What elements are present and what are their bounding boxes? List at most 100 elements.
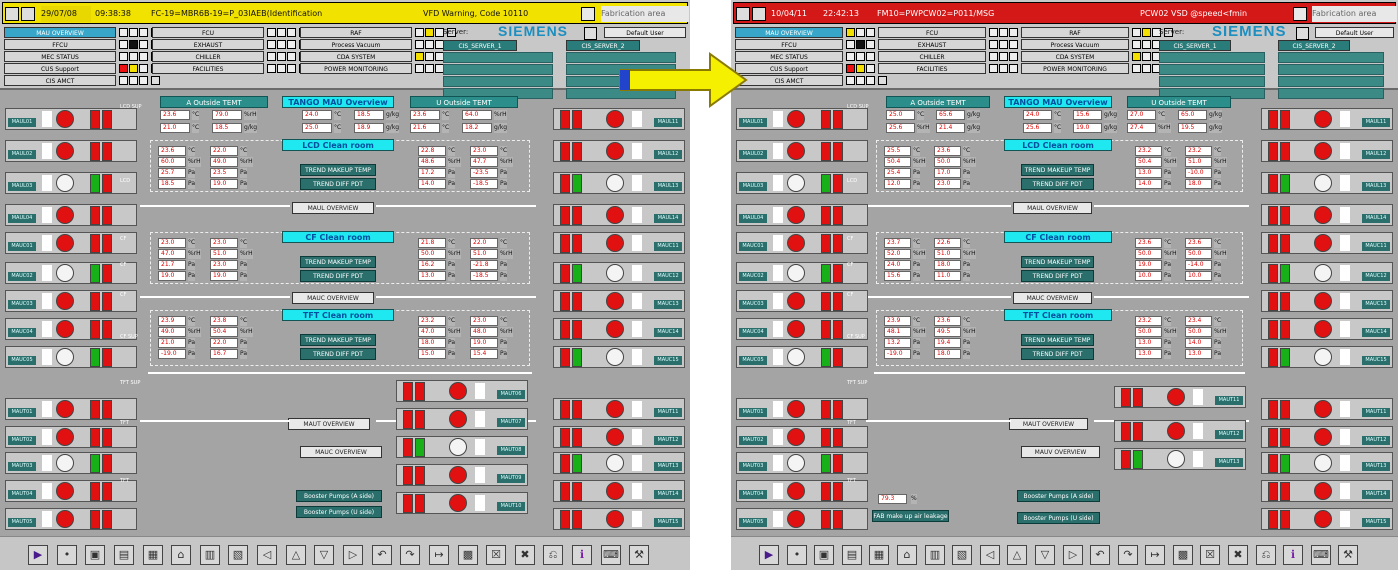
mau-unit[interactable]: MAUC14 — [1261, 318, 1393, 340]
lock-icon[interactable] — [1296, 27, 1309, 40]
delete-icon[interactable]: ✖ — [515, 545, 535, 565]
mau-unit[interactable]: MAUT05 — [736, 508, 868, 530]
fab-button[interactable]: FAB make up air leakage — [872, 510, 949, 522]
keyboard-icon[interactable]: ⌨ — [601, 545, 621, 565]
booster-u-button[interactable]: Booster Pumps (U side) — [1017, 512, 1100, 524]
mau-unit[interactable]: MAUL01 — [736, 108, 868, 130]
detail-icon[interactable] — [878, 76, 887, 85]
trend-diff-button[interactable]: TREND DIFF PDT — [1021, 270, 1094, 282]
down-icon[interactable]: ▽ — [314, 545, 334, 565]
mau-unit[interactable]: MAUC12 — [553, 262, 685, 284]
table-icon[interactable]: ▥ — [200, 545, 220, 565]
mau-unit[interactable]: MAUL04 — [736, 204, 868, 226]
nav-button-3-1[interactable]: FACILITIES — [152, 63, 264, 74]
mau-unit[interactable]: MAUC03 — [736, 290, 868, 312]
mau-unit[interactable]: MAUC11 — [1261, 232, 1393, 254]
mau-unit[interactable]: MAUT11 — [553, 398, 685, 420]
server-button-2[interactable]: CIS_SERVER_2 — [566, 40, 640, 51]
detail-icon[interactable] — [1164, 28, 1173, 37]
warning-icon[interactable] — [581, 7, 595, 21]
alarm-icon[interactable]: ☒ — [486, 545, 506, 565]
mau-unit[interactable]: MAUT04 — [5, 480, 137, 502]
mau-unit[interactable]: MAUL13 — [553, 172, 685, 194]
nav-button-2-1[interactable]: CHILLER — [152, 51, 264, 62]
menu-icon[interactable] — [5, 7, 19, 21]
keyboard-icon[interactable]: ⌨ — [1311, 545, 1331, 565]
overview-button-3[interactable]: MAUC OVERVIEW — [300, 446, 382, 458]
nav-button-1-2[interactable]: Process Vacuum — [300, 39, 412, 50]
mau-unit[interactable]: MAUC13 — [1261, 290, 1393, 312]
mau-unit[interactable]: MAUC12 — [1261, 262, 1393, 284]
mau-unit[interactable]: MAUL13 — [1261, 172, 1393, 194]
mau-unit[interactable]: MAUT01 — [5, 398, 137, 420]
plug-icon[interactable]: • — [787, 545, 807, 565]
print-icon[interactable]: ▤ — [114, 545, 134, 565]
nav-button-1-1[interactable]: EXHAUST — [152, 39, 264, 50]
trend-temp-button[interactable]: TREND MAKEUP TEMP — [300, 334, 376, 346]
mau-unit[interactable]: MAUL03 — [5, 172, 137, 194]
mau-unit[interactable]: MAUL11 — [553, 108, 685, 130]
mau-unit[interactable]: MAUC04 — [736, 318, 868, 340]
report-icon[interactable]: ▧ — [228, 545, 248, 565]
forward-icon[interactable]: ↷ — [1118, 545, 1138, 565]
mau-unit[interactable]: MAUL04 — [5, 204, 137, 226]
up-icon[interactable]: △ — [286, 545, 306, 565]
nav-button-1-0[interactable]: FFCU — [4, 39, 116, 50]
nav-button-2-2[interactable]: CDA SYSTEM — [300, 51, 412, 62]
chart-icon[interactable]: ▦ — [143, 545, 163, 565]
mau-unit[interactable]: MAUL14 — [553, 204, 685, 226]
window-icon[interactable] — [752, 7, 766, 21]
trend-temp-button[interactable]: TREND MAKEUP TEMP — [300, 256, 376, 268]
mau-unit[interactable]: MAUL01 — [5, 108, 137, 130]
mau-unit[interactable]: MAUC01 — [736, 232, 868, 254]
plug-icon[interactable]: • — [57, 545, 77, 565]
mau-unit[interactable]: MAUT14 — [553, 480, 685, 502]
info-icon[interactable]: ℹ — [1283, 545, 1303, 565]
left-icon[interactable]: ◁ — [980, 545, 1000, 565]
mau-unit[interactable]: MAUC14 — [553, 318, 685, 340]
mau-unit[interactable]: MAUT01 — [736, 398, 868, 420]
mau-unit[interactable]: MAUC15 — [1261, 346, 1393, 368]
overview-button-0[interactable]: MAUL OVERVIEW — [1013, 202, 1092, 214]
nav-button-3-0[interactable]: CUS Support — [735, 63, 843, 74]
mau-unit[interactable]: MAUL14 — [1261, 204, 1393, 226]
trend-diff-button[interactable]: TREND DIFF PDT — [300, 178, 376, 190]
mau-unit[interactable]: MAUT13 — [553, 452, 685, 474]
overview-button-2[interactable]: MAUT OVERVIEW — [288, 418, 370, 430]
home-icon[interactable]: ⌂ — [171, 545, 191, 565]
up-icon[interactable]: △ — [1007, 545, 1027, 565]
mau-unit[interactable]: MAUC01 — [5, 232, 137, 254]
mau-unit[interactable]: MAUL03 — [736, 172, 868, 194]
nav-button-3-2[interactable]: POWER MONITORING — [1021, 63, 1129, 74]
mau-unit[interactable]: MAUL02 — [736, 140, 868, 162]
nav-button-2-1[interactable]: CHILLER — [878, 51, 986, 62]
mau-unit[interactable]: MAUC11 — [553, 232, 685, 254]
mau-unit[interactable]: MAUT15 — [1261, 508, 1393, 530]
mau-unit[interactable]: MAUT11 — [1261, 398, 1393, 420]
tool-icon[interactable]: ⚒ — [1338, 545, 1358, 565]
graph-icon[interactable]: ▩ — [458, 545, 478, 565]
mau-unit[interactable]: MAUT05 — [5, 508, 137, 530]
detail-icon[interactable] — [151, 76, 160, 85]
right-icon[interactable]: ▷ — [343, 545, 363, 565]
mau-unit[interactable]: MAUT02 — [736, 426, 868, 448]
trend-temp-button[interactable]: TREND MAKEUP TEMP — [300, 164, 376, 176]
mau-unit[interactable]: MAUT08 — [396, 436, 528, 458]
mau-unit[interactable]: MAUT14 — [1261, 480, 1393, 502]
mau-unit[interactable]: MAUT12 — [553, 426, 685, 448]
window-icon[interactable] — [21, 7, 35, 21]
nav-button-1-1[interactable]: EXHAUST — [878, 39, 986, 50]
mau-unit[interactable]: MAUT04 — [736, 480, 868, 502]
trend-diff-button[interactable]: TREND DIFF PDT — [1021, 348, 1094, 360]
overview-button-2[interactable]: MAUT OVERVIEW — [1009, 418, 1088, 430]
back-icon[interactable]: ↶ — [1090, 545, 1110, 565]
down-icon[interactable]: ▽ — [1035, 545, 1055, 565]
table-icon[interactable]: ▥ — [925, 545, 945, 565]
graph-icon[interactable]: ▩ — [1173, 545, 1193, 565]
server-button-1[interactable]: CIS_SERVER_1 — [443, 40, 517, 51]
mau-unit[interactable]: MAUL12 — [1261, 140, 1393, 162]
overview-button-1[interactable]: MAUC OVERVIEW — [292, 292, 374, 304]
trend-temp-button[interactable]: TREND MAKEUP TEMP — [1021, 256, 1094, 268]
history-icon[interactable]: ⎌ — [1256, 545, 1276, 565]
mau-unit[interactable]: MAUT02 — [5, 426, 137, 448]
